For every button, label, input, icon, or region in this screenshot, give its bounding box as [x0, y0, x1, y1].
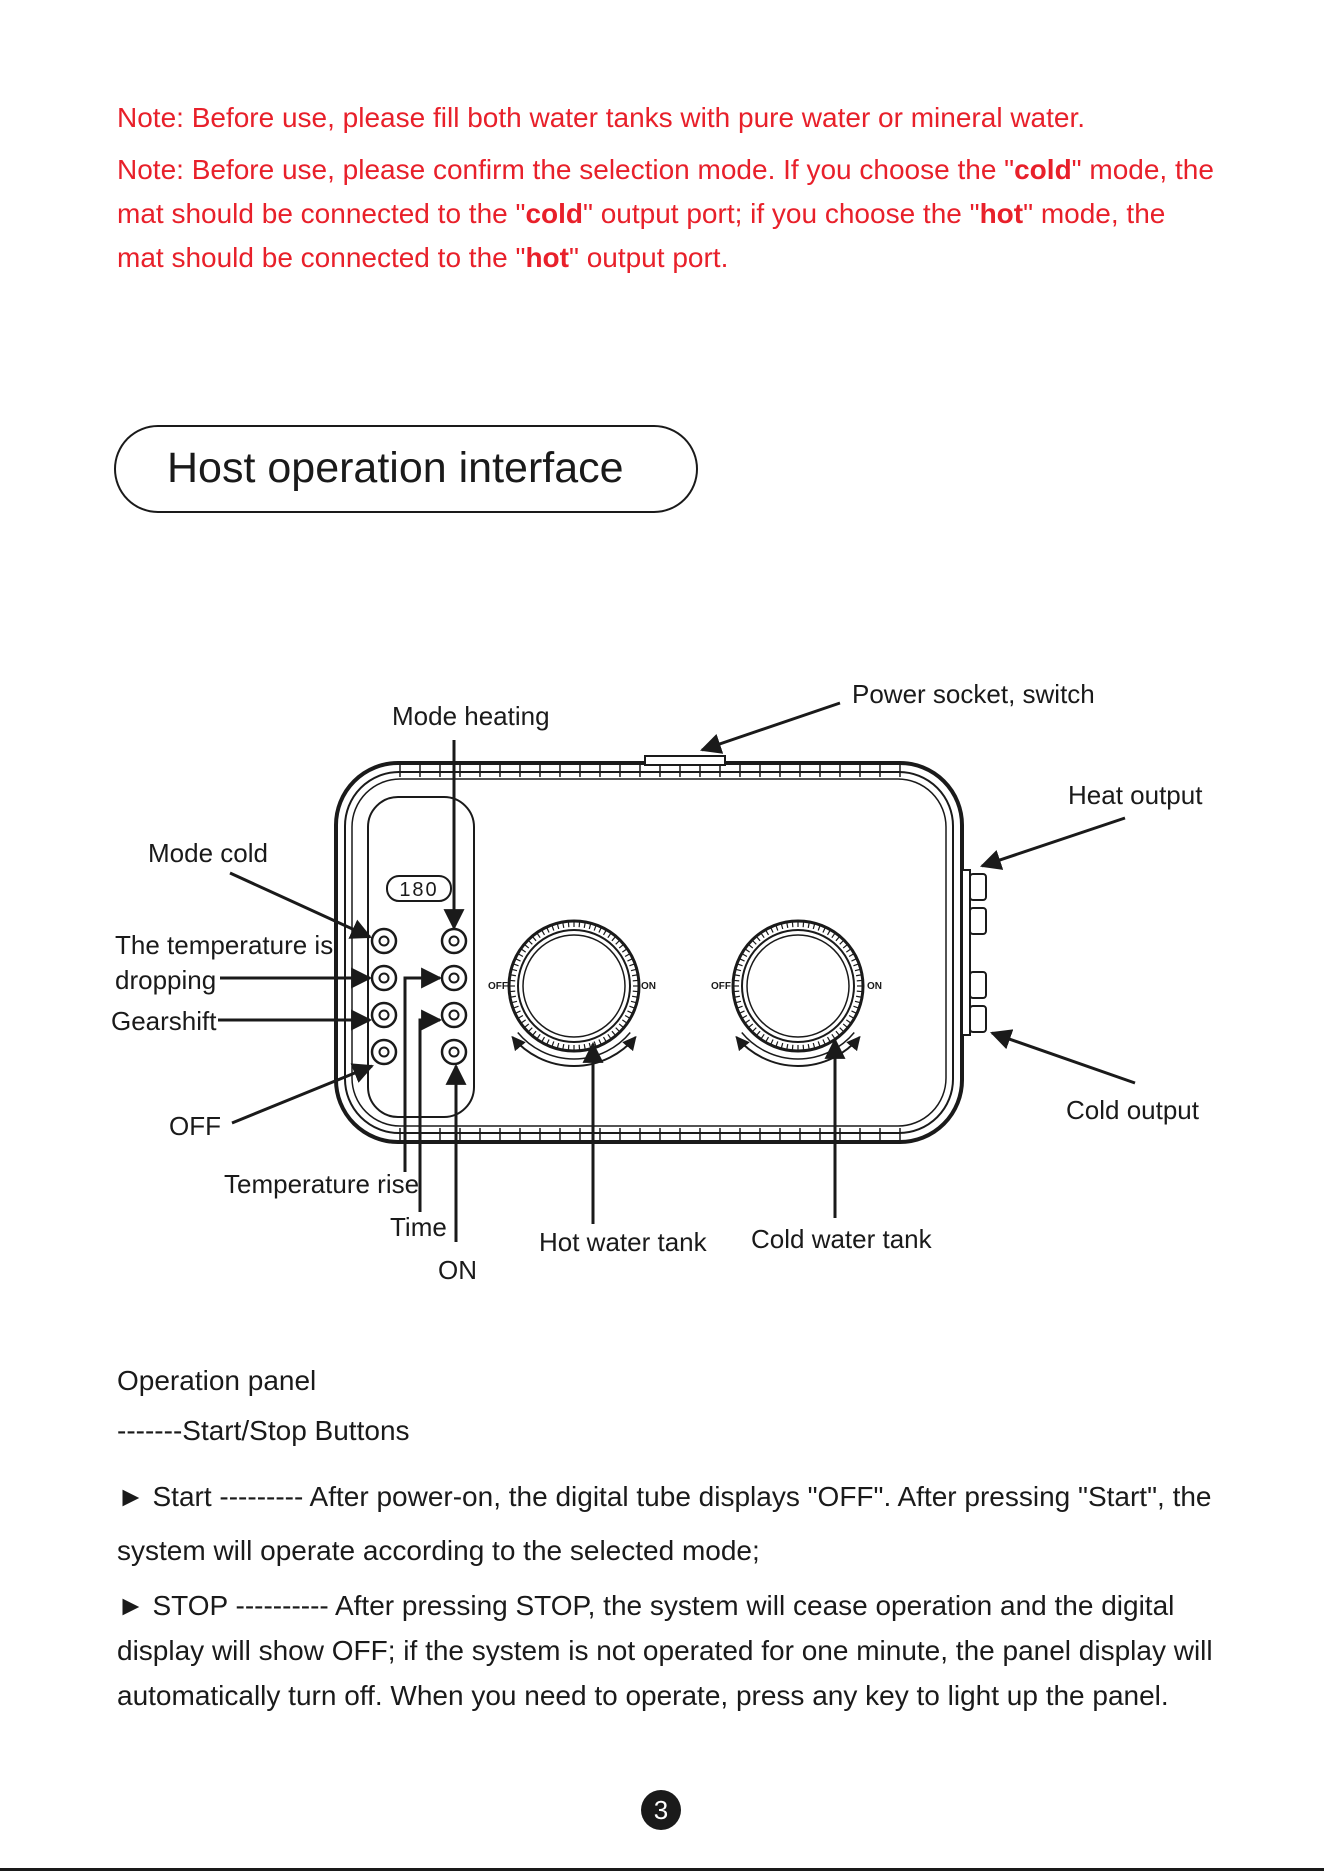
panel-button-2-1 [440, 927, 468, 955]
operation-panel-subtitle: -------Start/Stop Buttons [117, 1415, 410, 1446]
label-temp-dropping-1: The temperature is [115, 930, 333, 960]
label-hot-water-tank: Hot water tank [539, 1227, 708, 1257]
panel-button-2-2 [440, 964, 468, 992]
note2-text-3: " output port; if you choose the " [583, 198, 980, 229]
cold-port-1 [969, 971, 987, 999]
panel-button-1-1 [370, 927, 398, 955]
cold-water-knob [731, 919, 865, 1067]
hot-water-knob [507, 919, 641, 1067]
panel-button-1-4 [370, 1038, 398, 1066]
panel-button-2-4 [440, 1038, 468, 1066]
cold-knob-off-label: OFF [711, 981, 731, 992]
note2-text-5: " output port. [568, 242, 729, 273]
note2-text-4: " mode, the mat should be connected to t… [117, 198, 1166, 273]
cold-knob-on-label: ON [867, 981, 882, 992]
note2-text-1: Note: Before use, please confirm the sel… [117, 154, 1015, 185]
label-gearshift: Gearshift [111, 1006, 217, 1036]
panel-button-1-2 [370, 964, 398, 992]
arrow-off [231, 1063, 374, 1125]
host-diagram: 180 OFF ON OFF ON Power socket, switch M… [111, 679, 1203, 1285]
display-value: 180 [399, 879, 438, 901]
note2-cold-1: cold [1014, 154, 1072, 185]
power-socket [644, 755, 726, 766]
digital-display [386, 875, 452, 902]
arrow-time [418, 1009, 443, 1212]
heat-port-1 [969, 873, 987, 901]
label-mode-cold: Mode cold [148, 838, 268, 868]
label-heat-output: Heat output [1068, 780, 1203, 810]
label-temperature-rise: Temperature rise [224, 1169, 419, 1199]
hot-knob-off-label: OFF [488, 981, 508, 992]
note2-cold-2: cold [525, 198, 583, 229]
cold-port-2 [969, 1005, 987, 1033]
note-mode-selection: Note: Before use, please confirm the sel… [117, 148, 1217, 280]
bottom-rule [0, 1868, 1324, 1871]
label-on: ON [438, 1255, 477, 1285]
body-rim-ticks [399, 765, 901, 1140]
label-off: OFF [169, 1111, 221, 1141]
start-button-description: ► Start --------- After power-on, the di… [117, 1481, 1212, 1566]
device-body [334, 761, 964, 1144]
note2-hot-2: hot [525, 242, 569, 273]
section-title: Host operation interface [167, 444, 624, 492]
output-ports [961, 869, 987, 1036]
label-power-socket: Power socket, switch [852, 679, 1095, 709]
stop-button-description: ► STOP ---------- After pressing STOP, t… [117, 1590, 1213, 1711]
note-fill-tanks: Note: Before use, please fill both water… [117, 102, 1086, 133]
heat-port-2 [969, 907, 987, 935]
label-time: Time [390, 1212, 447, 1242]
label-cold-output: Cold output [1066, 1095, 1200, 1125]
note2-text-2: " mode, the mat should be connected to t… [117, 154, 1214, 229]
hot-knob-on-label: ON [641, 981, 656, 992]
arrow-temperature-rise [403, 967, 443, 1172]
page-number: 3 [641, 1790, 681, 1830]
operation-panel-title: Operation panel [117, 1365, 317, 1396]
arrow-cold-output [990, 1029, 1136, 1085]
label-cold-water-tank: Cold water tank [751, 1224, 933, 1254]
panel-button-2-3 [440, 1001, 468, 1029]
arrow-power-socket [700, 701, 841, 754]
arrow-mode-cold [229, 871, 372, 939]
label-mode-heating: Mode heating [392, 701, 550, 731]
leader-lines [218, 701, 1136, 1242]
panel-button-1-3 [370, 1001, 398, 1029]
note2-hot-1: hot [979, 198, 1024, 229]
section-title-pill [114, 425, 698, 513]
label-temp-dropping-2: dropping [115, 965, 216, 995]
arrow-heat-output [980, 816, 1126, 870]
